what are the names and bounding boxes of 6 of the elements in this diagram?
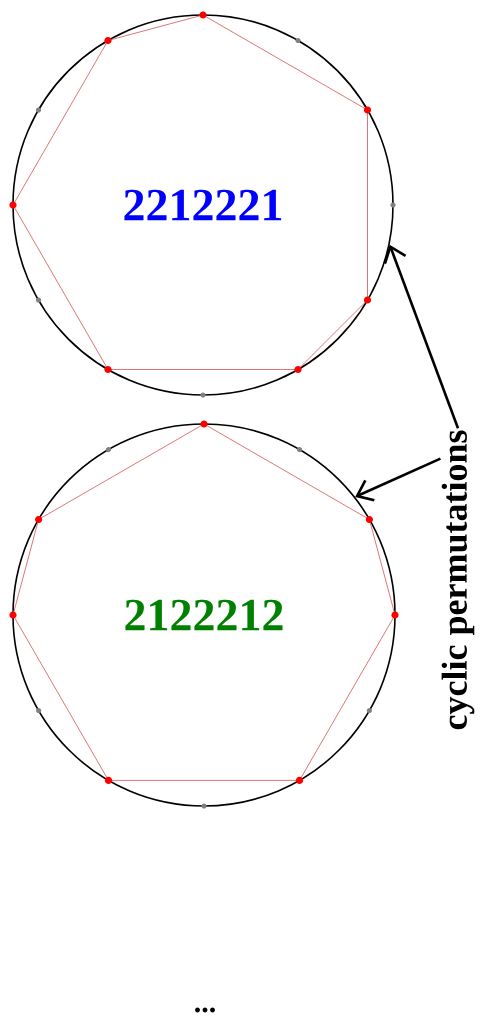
circle-diagram: 2122212 — [9, 420, 399, 809]
rotated-label: cyclic permutations — [441, 430, 475, 730]
ellipsis-label: ... — [195, 1007, 215, 1013]
arrow — [355, 457, 441, 502]
circle-diagram: 2212221 — [9, 11, 396, 398]
arrow — [383, 244, 460, 429]
